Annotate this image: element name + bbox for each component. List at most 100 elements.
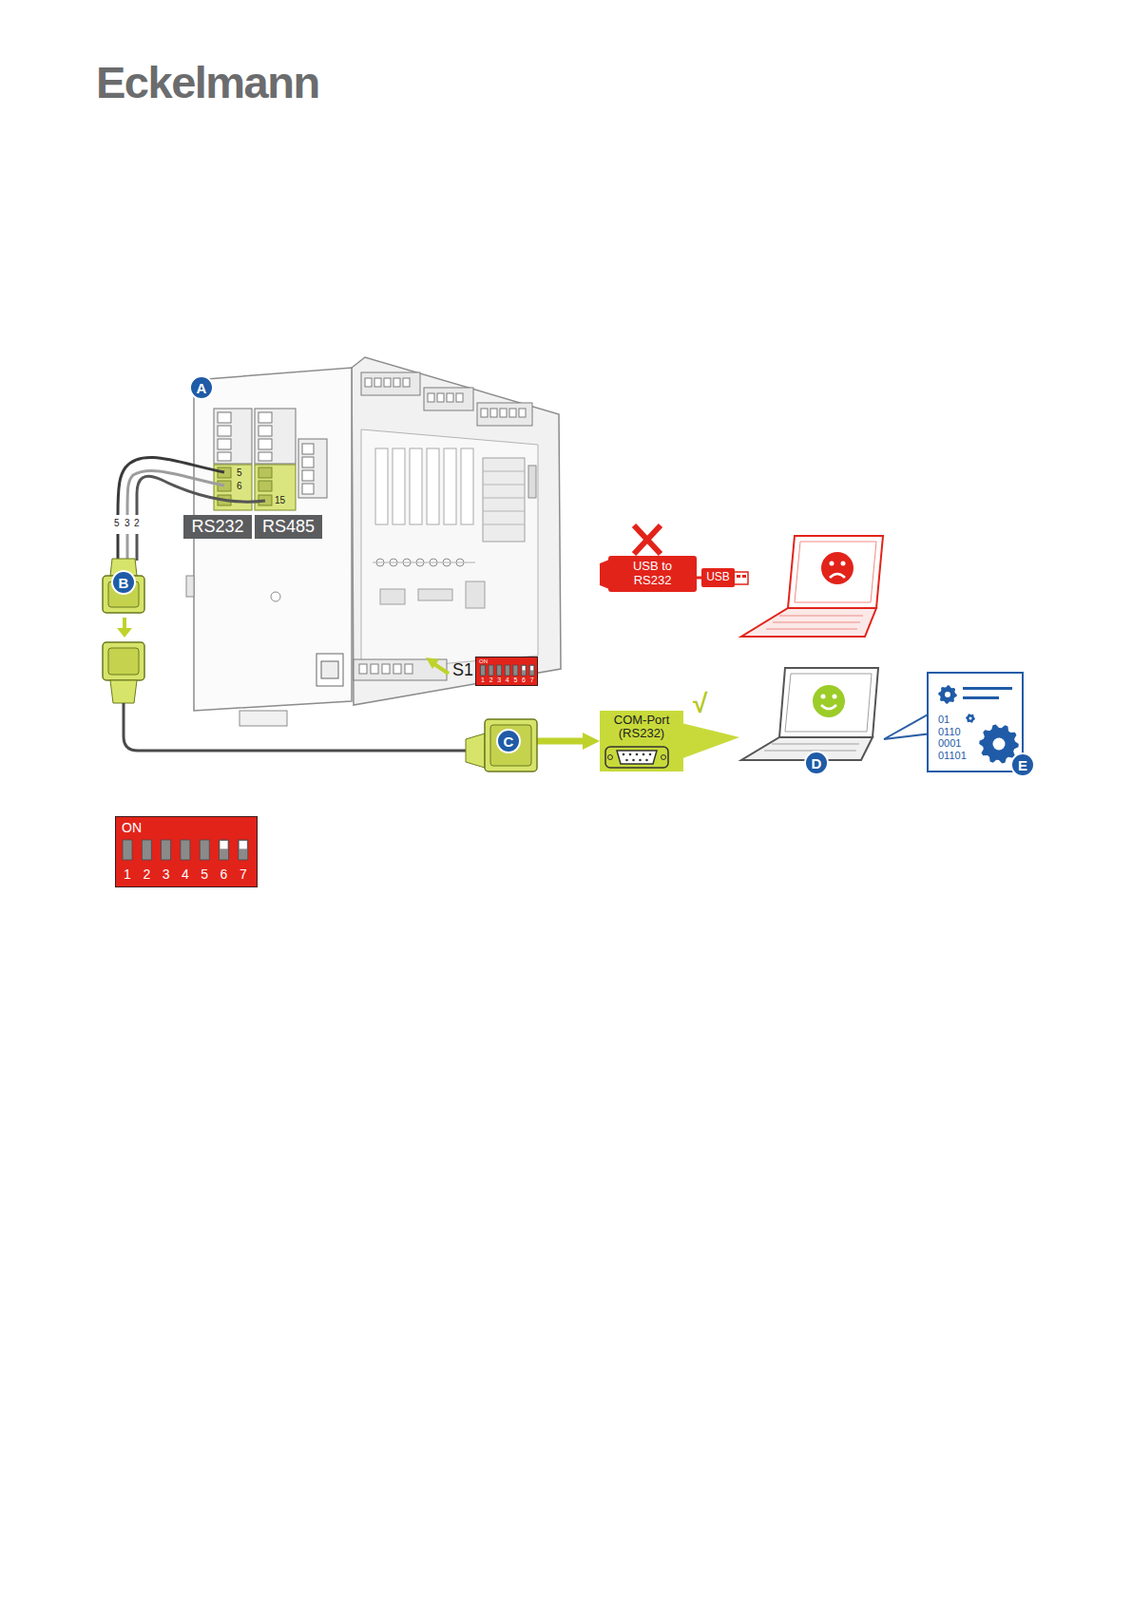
serial-plug-part [102, 642, 145, 681]
wire-part [135, 534, 139, 561]
controller-housing-part [437, 393, 444, 403]
controller-housing-part [361, 429, 538, 672]
front-plate-part [217, 425, 231, 437]
front-plate-part [258, 439, 272, 450]
front-plate-part [213, 408, 252, 464]
logo-text: Eckelmann [95, 59, 320, 105]
dip-switch: ON1234567 [475, 656, 538, 687]
controller-housing-part [460, 448, 474, 525]
laptop-good-part [779, 668, 879, 738]
controller-housing-part [402, 378, 410, 387]
switch-label: S1 [452, 661, 474, 681]
controller-housing-part [370, 664, 379, 674]
front-plate-part [217, 439, 231, 450]
wire-part [136, 476, 266, 516]
switch-number: 7 [235, 866, 251, 883]
switch-number: 6 [216, 866, 232, 883]
wire-pin-number: 2 [134, 518, 140, 529]
port-pin [629, 752, 633, 756]
laptop-bad-part [821, 552, 854, 585]
callout-number: D [804, 750, 829, 776]
front-plate-part [217, 452, 231, 461]
port-pin [635, 752, 639, 756]
front-plate-part [316, 653, 344, 687]
laptop-good-part [832, 694, 838, 700]
binary-text: 01 0110 0001 01101 [938, 713, 967, 762]
check-mark: √ [692, 690, 708, 720]
serial-plug-part [110, 680, 137, 704]
port-pin [625, 758, 629, 762]
switch-number: 4 [177, 866, 193, 883]
box-text: RS232 [191, 517, 244, 538]
com-port-box: COM-Port (RS232) [599, 710, 684, 772]
dip-switch: ON1234567 [115, 816, 258, 888]
callout-number: C [496, 729, 521, 754]
switch-number: 1 [119, 866, 135, 883]
port-frame [605, 747, 669, 768]
controller-housing-part [383, 378, 391, 387]
controller-housing-part [418, 589, 453, 601]
front-plate-part [217, 412, 231, 423]
controller-housing-part [490, 408, 498, 418]
callout-letter: B [118, 575, 130, 591]
laptop-bad-part [766, 629, 858, 631]
gear-hub [993, 738, 1006, 751]
switch-number: 7 [524, 676, 540, 685]
box-text: USB to RS232 [625, 559, 681, 589]
controller-housing-part [482, 471, 525, 473]
switch-knob [522, 666, 526, 671]
adapter-plug-part [732, 572, 749, 585]
callout-number: A [189, 375, 214, 401]
serial-plug-part [490, 725, 532, 767]
controller-housing-part [382, 664, 390, 674]
switch-number: 3 [491, 676, 507, 685]
port-pin [645, 758, 649, 762]
controller-housing-part [477, 402, 533, 426]
laptop-bad-part [741, 608, 877, 637]
front-plate-part [302, 457, 314, 468]
controller-housing-part [361, 372, 421, 396]
adapter-plug-part [742, 575, 747, 578]
laptop-bad-part [829, 561, 835, 567]
front-plate-part [239, 710, 288, 727]
controller-housing-part [482, 524, 525, 526]
callout-letter: D [811, 756, 823, 771]
controller-housing-part [482, 511, 525, 513]
switch-number: 3 [158, 866, 174, 883]
controller-housing-part [528, 465, 537, 499]
port-pin [642, 752, 646, 756]
controller-housing-part [443, 448, 457, 525]
controller-housing-part [499, 408, 507, 418]
port-pin [649, 752, 653, 756]
switch-number: 1 [475, 676, 491, 685]
wire-pin-number: 5 [114, 518, 120, 529]
laptop-good-part [771, 744, 860, 746]
serial-plug-part [108, 648, 139, 675]
terminal-block [213, 464, 296, 511]
adapter-box: USB to RS232 [608, 556, 697, 593]
port-pin [638, 758, 642, 762]
serial-plug-part [123, 703, 468, 751]
terminal-block-part [258, 467, 272, 479]
controller-housing-part [380, 589, 405, 605]
serial-plug-part [484, 719, 538, 772]
serial-plug-part [122, 617, 127, 630]
controller-housing-part [359, 664, 367, 674]
port-screw [661, 754, 667, 760]
switch-lever [219, 840, 230, 861]
front-plate-part [193, 367, 352, 711]
wire-pin-number: 3 [124, 518, 131, 529]
switch-lever [497, 665, 502, 676]
controller-housing-part [518, 408, 526, 418]
controller-housing-part [427, 393, 435, 403]
switch-lever [521, 665, 527, 676]
controller-housing-part [393, 664, 402, 674]
terminal-block-part [258, 480, 272, 492]
gear-hub [944, 691, 951, 698]
callout-letter: C [503, 734, 515, 749]
front-plate-part [258, 425, 272, 437]
s1-pointer [425, 657, 449, 674]
